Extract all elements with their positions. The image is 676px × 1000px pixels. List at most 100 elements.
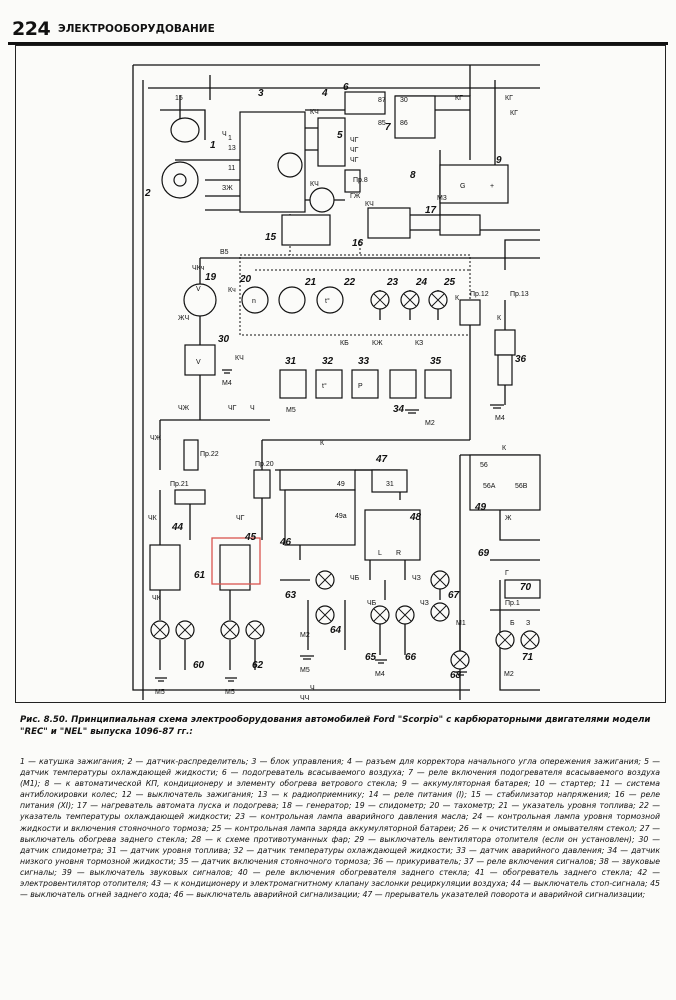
svg-text:М4: М4 (375, 671, 385, 678)
svg-text:63: 63 (285, 590, 297, 601)
round-components (161, 117, 344, 317)
fuse-12 (459, 299, 481, 326)
svg-text:М5: М5 (300, 667, 310, 674)
svg-text:ЧГ: ЧГ (350, 137, 359, 144)
svg-text:1: 1 (210, 140, 216, 151)
svg-text:19: 19 (205, 272, 217, 283)
lamp-23 (370, 290, 390, 310)
fuel-gauge-21 (278, 286, 306, 314)
svg-text:Кч: Кч (228, 287, 236, 294)
svg-text:15: 15 (175, 95, 183, 102)
svg-text:ЗЖ: ЗЖ (222, 185, 233, 192)
svg-text:56A: 56A (483, 483, 496, 490)
svg-text:М4: М4 (495, 415, 505, 422)
hazard-switch-46 (284, 489, 356, 546)
ground-symbols (155, 369, 504, 682)
brake-fluid-sensor-34 (389, 369, 417, 399)
wire-network (132, 64, 540, 700)
figure-legend: 1 — катушка зажигания; 2 — датчик-распре… (20, 757, 660, 900)
coolant-temp-sensor-32 (315, 369, 343, 399)
svg-text:11: 11 (228, 165, 235, 172)
svg-text:Ж: Ж (505, 515, 512, 522)
reverse-light-switch-45 (219, 544, 251, 591)
lamp-25 (428, 290, 448, 310)
oil-pressure-sensor-33 (351, 369, 379, 399)
svg-text:М2: М2 (300, 632, 310, 639)
svg-text:4: 4 (321, 88, 328, 99)
svg-text:М2: М2 (504, 671, 514, 678)
svg-text:ЧГ: ЧГ (236, 515, 245, 522)
svg-text:n: n (252, 298, 256, 305)
page-header: 224 ЭЛЕКТРООБОРУДОВАНИЕ (8, 18, 668, 45)
svg-text:13: 13 (228, 145, 236, 152)
svg-text:Пр.8: Пр.8 (353, 177, 368, 184)
svg-text:М5: М5 (155, 689, 165, 696)
connector-4 (317, 117, 346, 167)
svg-text:68: 68 (450, 670, 462, 681)
svg-text:17: 17 (425, 205, 437, 216)
svg-text:Пр.1: Пр.1 (505, 600, 520, 607)
lamp-24 (400, 290, 420, 310)
svg-text:23: 23 (386, 277, 399, 288)
svg-text:60: 60 (193, 660, 205, 671)
svg-text:КЧ: КЧ (235, 355, 244, 362)
svg-text:V: V (196, 359, 201, 366)
svg-text:ЧЗ: ЧЗ (412, 575, 421, 582)
svg-text:В5: В5 (220, 249, 229, 256)
svg-text:ЧЗ: ЧЗ (420, 600, 429, 607)
svg-text:ЖЧ: ЖЧ (178, 315, 189, 322)
parking-brake-sensor-35 (424, 369, 452, 399)
svg-text:ЧКч: ЧКч (192, 265, 205, 272)
svg-text:16: 16 (352, 238, 364, 249)
svg-text:М4: М4 (222, 380, 232, 387)
svg-text:45: 45 (244, 532, 257, 543)
svg-text:З: З (526, 620, 530, 627)
svg-text:35: 35 (430, 356, 442, 367)
svg-text:9: 9 (496, 155, 502, 166)
svg-text:ЧК: ЧК (152, 595, 162, 602)
svg-text:71: 71 (522, 652, 534, 663)
fuse-21 (174, 489, 206, 505)
svg-text:70: 70 (520, 582, 532, 593)
svg-text:К: К (455, 295, 460, 302)
svg-text:64: 64 (330, 625, 342, 636)
svg-text:ЧЖ: ЧЖ (178, 405, 190, 412)
svg-text:ЧБ: ЧБ (350, 575, 360, 582)
svg-text:7: 7 (385, 122, 391, 133)
svg-text:2: 2 (144, 188, 151, 199)
svg-text:5: 5 (337, 130, 343, 141)
svg-text:87: 87 (378, 97, 386, 104)
battery-9 (439, 164, 509, 204)
fuse-13 (494, 329, 516, 356)
svg-text:ЧК: ЧК (148, 515, 158, 522)
voltage-stabilizer-15 (281, 214, 331, 246)
svg-text:М2: М2 (425, 420, 435, 427)
speed-sensor-30 (184, 344, 216, 376)
svg-text:85: 85 (378, 120, 386, 127)
lamps (150, 290, 540, 670)
svg-text:t°: t° (322, 382, 327, 390)
svg-text:31: 31 (386, 481, 394, 488)
turn-switch-48 (364, 509, 421, 561)
svg-text:L: L (378, 550, 382, 557)
svg-text:ЧЖ: ЧЖ (150, 435, 162, 442)
svg-text:V: V (196, 286, 201, 293)
figure-caption: Рис. 8.50. Принципиальная схема электроо… (20, 715, 651, 737)
diagram-frame (15, 45, 666, 703)
svg-text:М5: М5 (225, 689, 235, 696)
svg-text:КГ: КГ (505, 95, 513, 102)
svg-text:21: 21 (304, 277, 317, 288)
svg-text:КГ: КГ (510, 110, 518, 117)
tachometer-20 (241, 286, 269, 314)
svg-text:ЧБ: ЧБ (367, 600, 377, 607)
svg-text:44: 44 (171, 522, 184, 533)
svg-text:22: 22 (343, 277, 356, 288)
svg-text:25: 25 (443, 277, 456, 288)
page-number: 224 (12, 18, 51, 40)
svg-text:Ч: Ч (310, 685, 315, 692)
svg-text:49: 49 (337, 481, 345, 488)
svg-text:Ч: Ч (250, 405, 255, 412)
svg-text:31: 31 (285, 356, 297, 367)
svg-text:КЗ: КЗ (415, 340, 423, 347)
block-70 (504, 579, 541, 599)
